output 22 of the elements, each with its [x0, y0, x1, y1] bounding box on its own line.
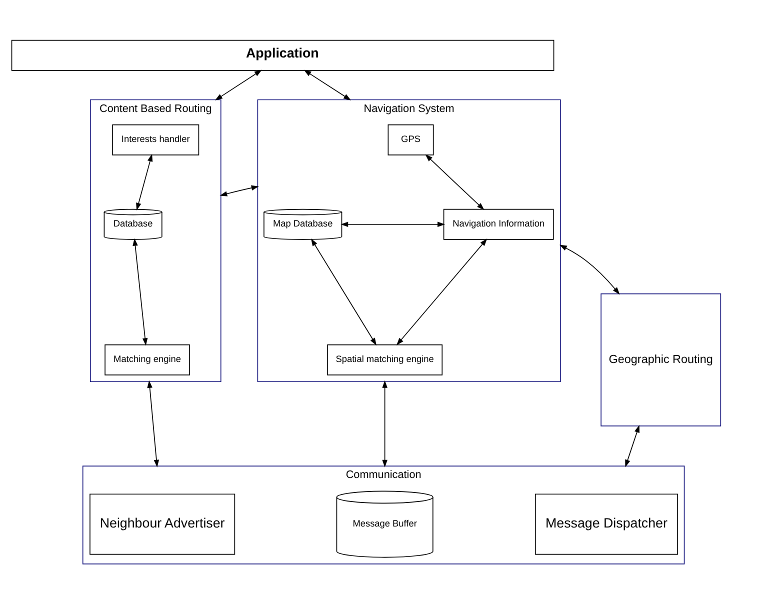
arrow	[382, 380, 388, 467]
arrow	[425, 154, 484, 210]
arrow	[340, 221, 446, 226]
arrow	[220, 184, 259, 196]
arrow	[396, 238, 488, 345]
arrow	[625, 424, 640, 467]
arrow	[147, 380, 160, 467]
arrow	[136, 153, 153, 210]
arrow	[304, 69, 352, 100]
node-box: Application	[11, 39, 554, 70]
arrow	[132, 238, 148, 346]
node-box: Spatial matching engine	[327, 344, 443, 375]
node-box: Interests handler	[112, 124, 200, 155]
arrow	[559, 244, 620, 294]
node-box: Navigation Information	[443, 208, 554, 240]
node-box: Geographic Routing	[600, 292, 722, 426]
node-box: Matching engine	[104, 344, 190, 375]
arrow	[214, 69, 262, 100]
node-box: Neighbour Advertiser	[90, 493, 236, 554]
node-box: Message Dispatcher	[534, 493, 678, 554]
arrow	[310, 238, 377, 345]
node-box: GPS	[388, 124, 434, 155]
